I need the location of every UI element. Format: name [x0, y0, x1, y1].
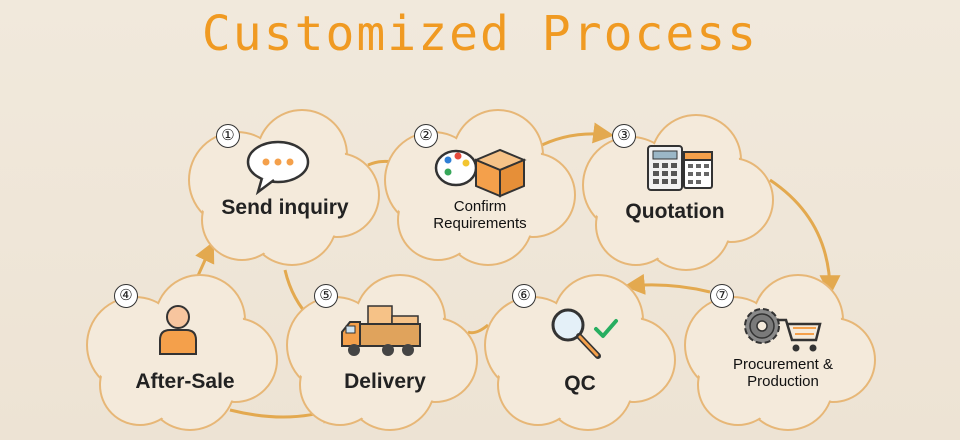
step-number-6: ⑥ — [512, 284, 536, 308]
step-label-procurement-production: Procurement & Production — [732, 356, 834, 391]
step-number-3: ③ — [612, 124, 636, 148]
magnifier-check-icon — [551, 308, 618, 359]
palette-box-icon — [434, 148, 527, 198]
arrow-6-5 — [467, 323, 489, 335]
arrow-7-6 — [623, 273, 711, 295]
step-number-2: ② — [414, 124, 438, 148]
arrow-2-3 — [535, 122, 615, 150]
arrow-3-7 — [769, 178, 841, 297]
truck-icon — [341, 305, 421, 356]
gear-cart-icon — [744, 308, 822, 352]
step-number-1: ① — [216, 124, 240, 148]
calculator-calendar-icon — [647, 145, 713, 191]
diagram-title: Customized Process — [201, 6, 759, 62]
step-label-quotation: Quotation — [625, 200, 725, 223]
step-label-after-sale: After-Sale — [135, 370, 235, 393]
step-number-7: ⑦ — [710, 284, 734, 308]
chat-bubble-icon — [246, 140, 310, 196]
person-icon — [159, 305, 197, 355]
step-label-confirm-requirements: Confirm Requirements — [433, 198, 527, 233]
step-number-4: ④ — [114, 284, 138, 308]
step-label-send-inquiry: Send inquiry — [221, 196, 349, 219]
step-number-5: ⑤ — [314, 284, 338, 308]
step-label-delivery: Delivery — [344, 370, 426, 393]
step-label-qc: QC — [564, 372, 596, 395]
